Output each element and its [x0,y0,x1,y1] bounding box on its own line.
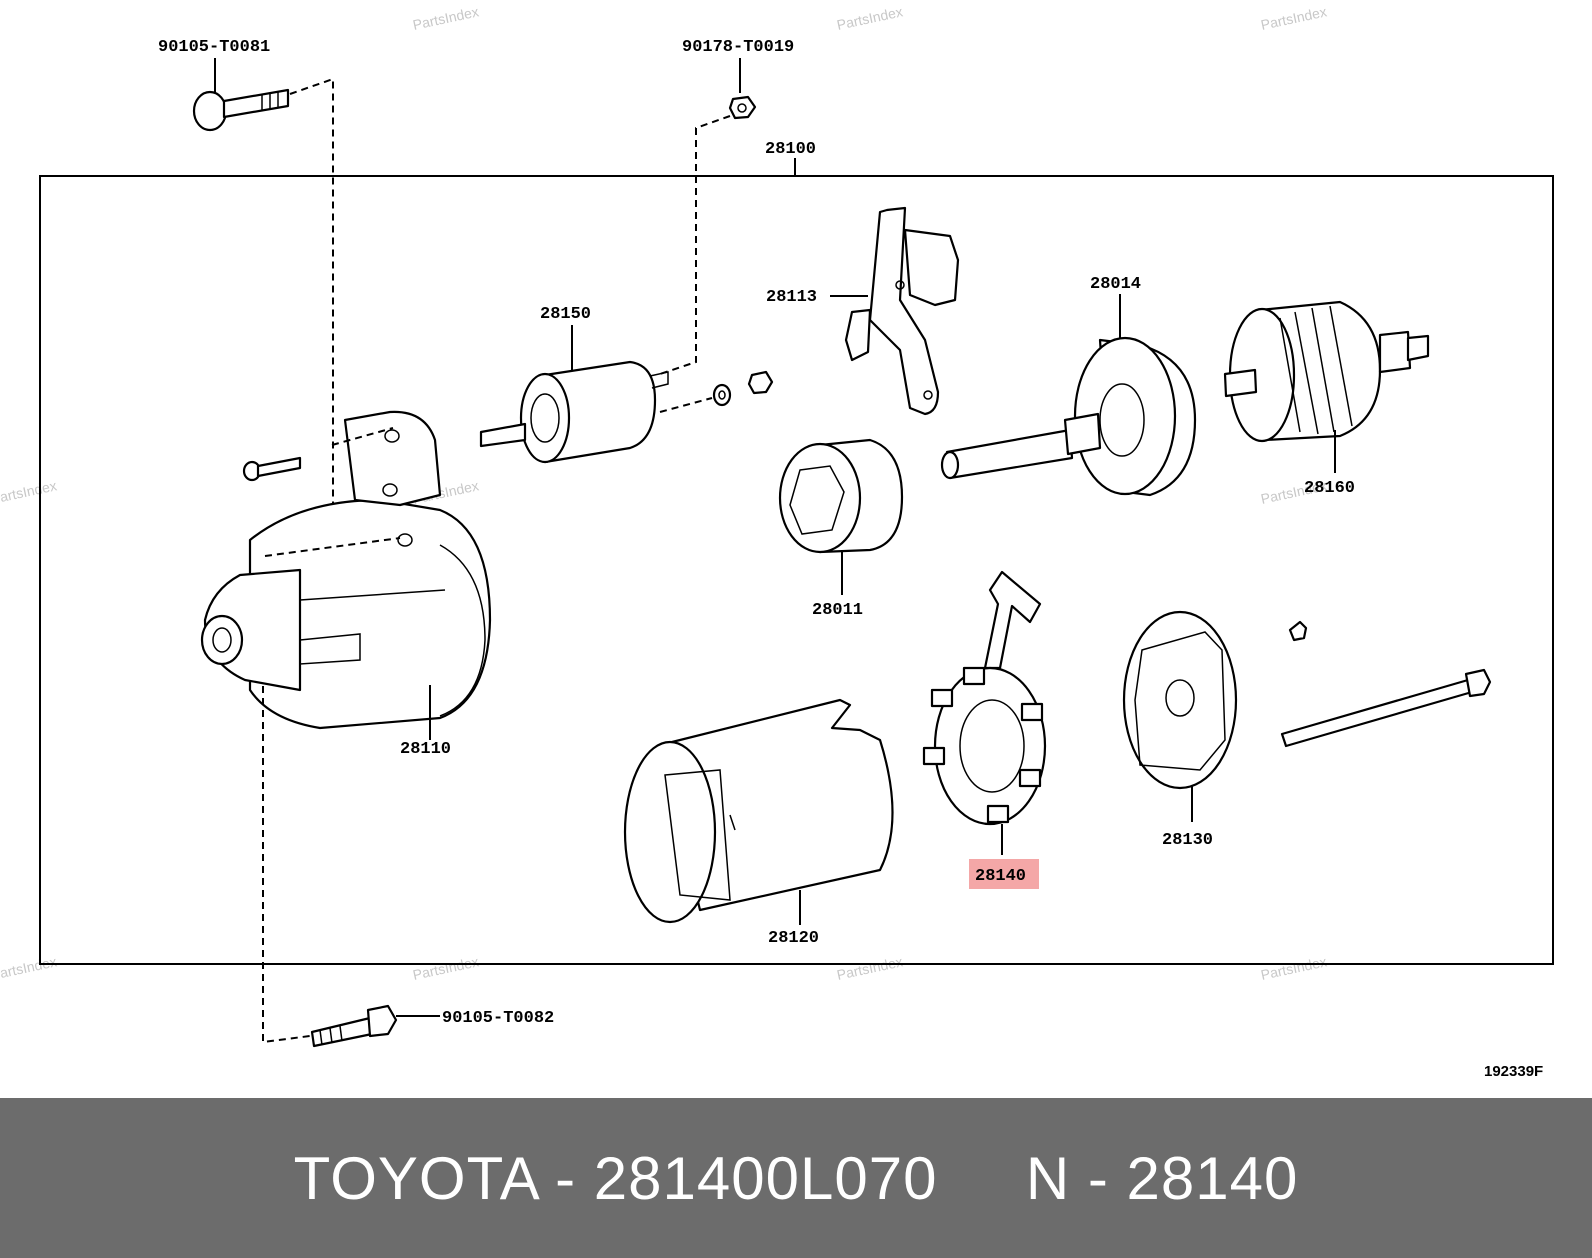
bolt-top: 90105-T0081 [158,38,334,560]
yoke-28120: 28120 [623,698,894,948]
label-brush-holder[interactable]: 28140 [975,867,1026,886]
solenoid-28150: 28150 [479,305,713,464]
watermark: PartsIndex [411,3,480,33]
assembly-frame [39,175,1554,965]
label-end-frame: 28130 [1162,831,1213,850]
watermark: PartsIndex [835,3,904,33]
diagram-code: 192339F [1484,1063,1543,1080]
label-solenoid: 28150 [540,305,591,324]
armature-28160: 28160 [1223,300,1430,498]
bolt-small-left [242,456,302,482]
part-number-caption: TOYOTA - 281400L070 N - 28140 [293,1144,1299,1212]
label-clutch: 28011 [812,601,863,620]
through-bolt [1280,620,1492,748]
watermark: PartsIndex [1259,953,1328,983]
housing-28110: 28110 [200,410,492,759]
label-armature-shaft: 28014 [1090,275,1141,294]
watermark: PartsIndex [1259,3,1328,33]
watermark: PartsIndex [0,953,58,983]
label-bolt-top: 90105-T0081 [158,38,270,57]
label-bolt-bottom: 90105-T0082 [442,1009,554,1028]
watermark: PartsIndex [0,477,58,507]
brush-holder-28140: 28140 [922,570,1047,889]
nut-top: 90178-T0019 [659,38,794,375]
watermark: PartsIndex [835,953,904,983]
washers [712,370,774,407]
parts-diagram: PartsIndex PartsIndex PartsIndex PartsIn… [0,3,1554,1080]
clutch-28011: 28011 [778,438,904,620]
footer-bar: TOYOTA - 281400L070 N - 28140 [0,1098,1592,1258]
label-housing: 28110 [400,740,451,759]
label-armature: 28160 [1304,479,1355,498]
label-bracket: 28113 [766,288,817,307]
bracket-28113: 28113 [766,206,960,416]
label-nut-top: 90178-T0019 [682,38,794,57]
highlight-box [969,859,1039,889]
watermark: PartsIndex [411,953,480,983]
armature-shaft-28014: 28014 [940,275,1197,497]
label-28100: 28100 [765,140,816,159]
bolt-bottom: 90105-T0082 [262,686,554,1048]
end-frame-28130: 28130 [1122,610,1238,850]
label-yoke: 28120 [768,929,819,948]
